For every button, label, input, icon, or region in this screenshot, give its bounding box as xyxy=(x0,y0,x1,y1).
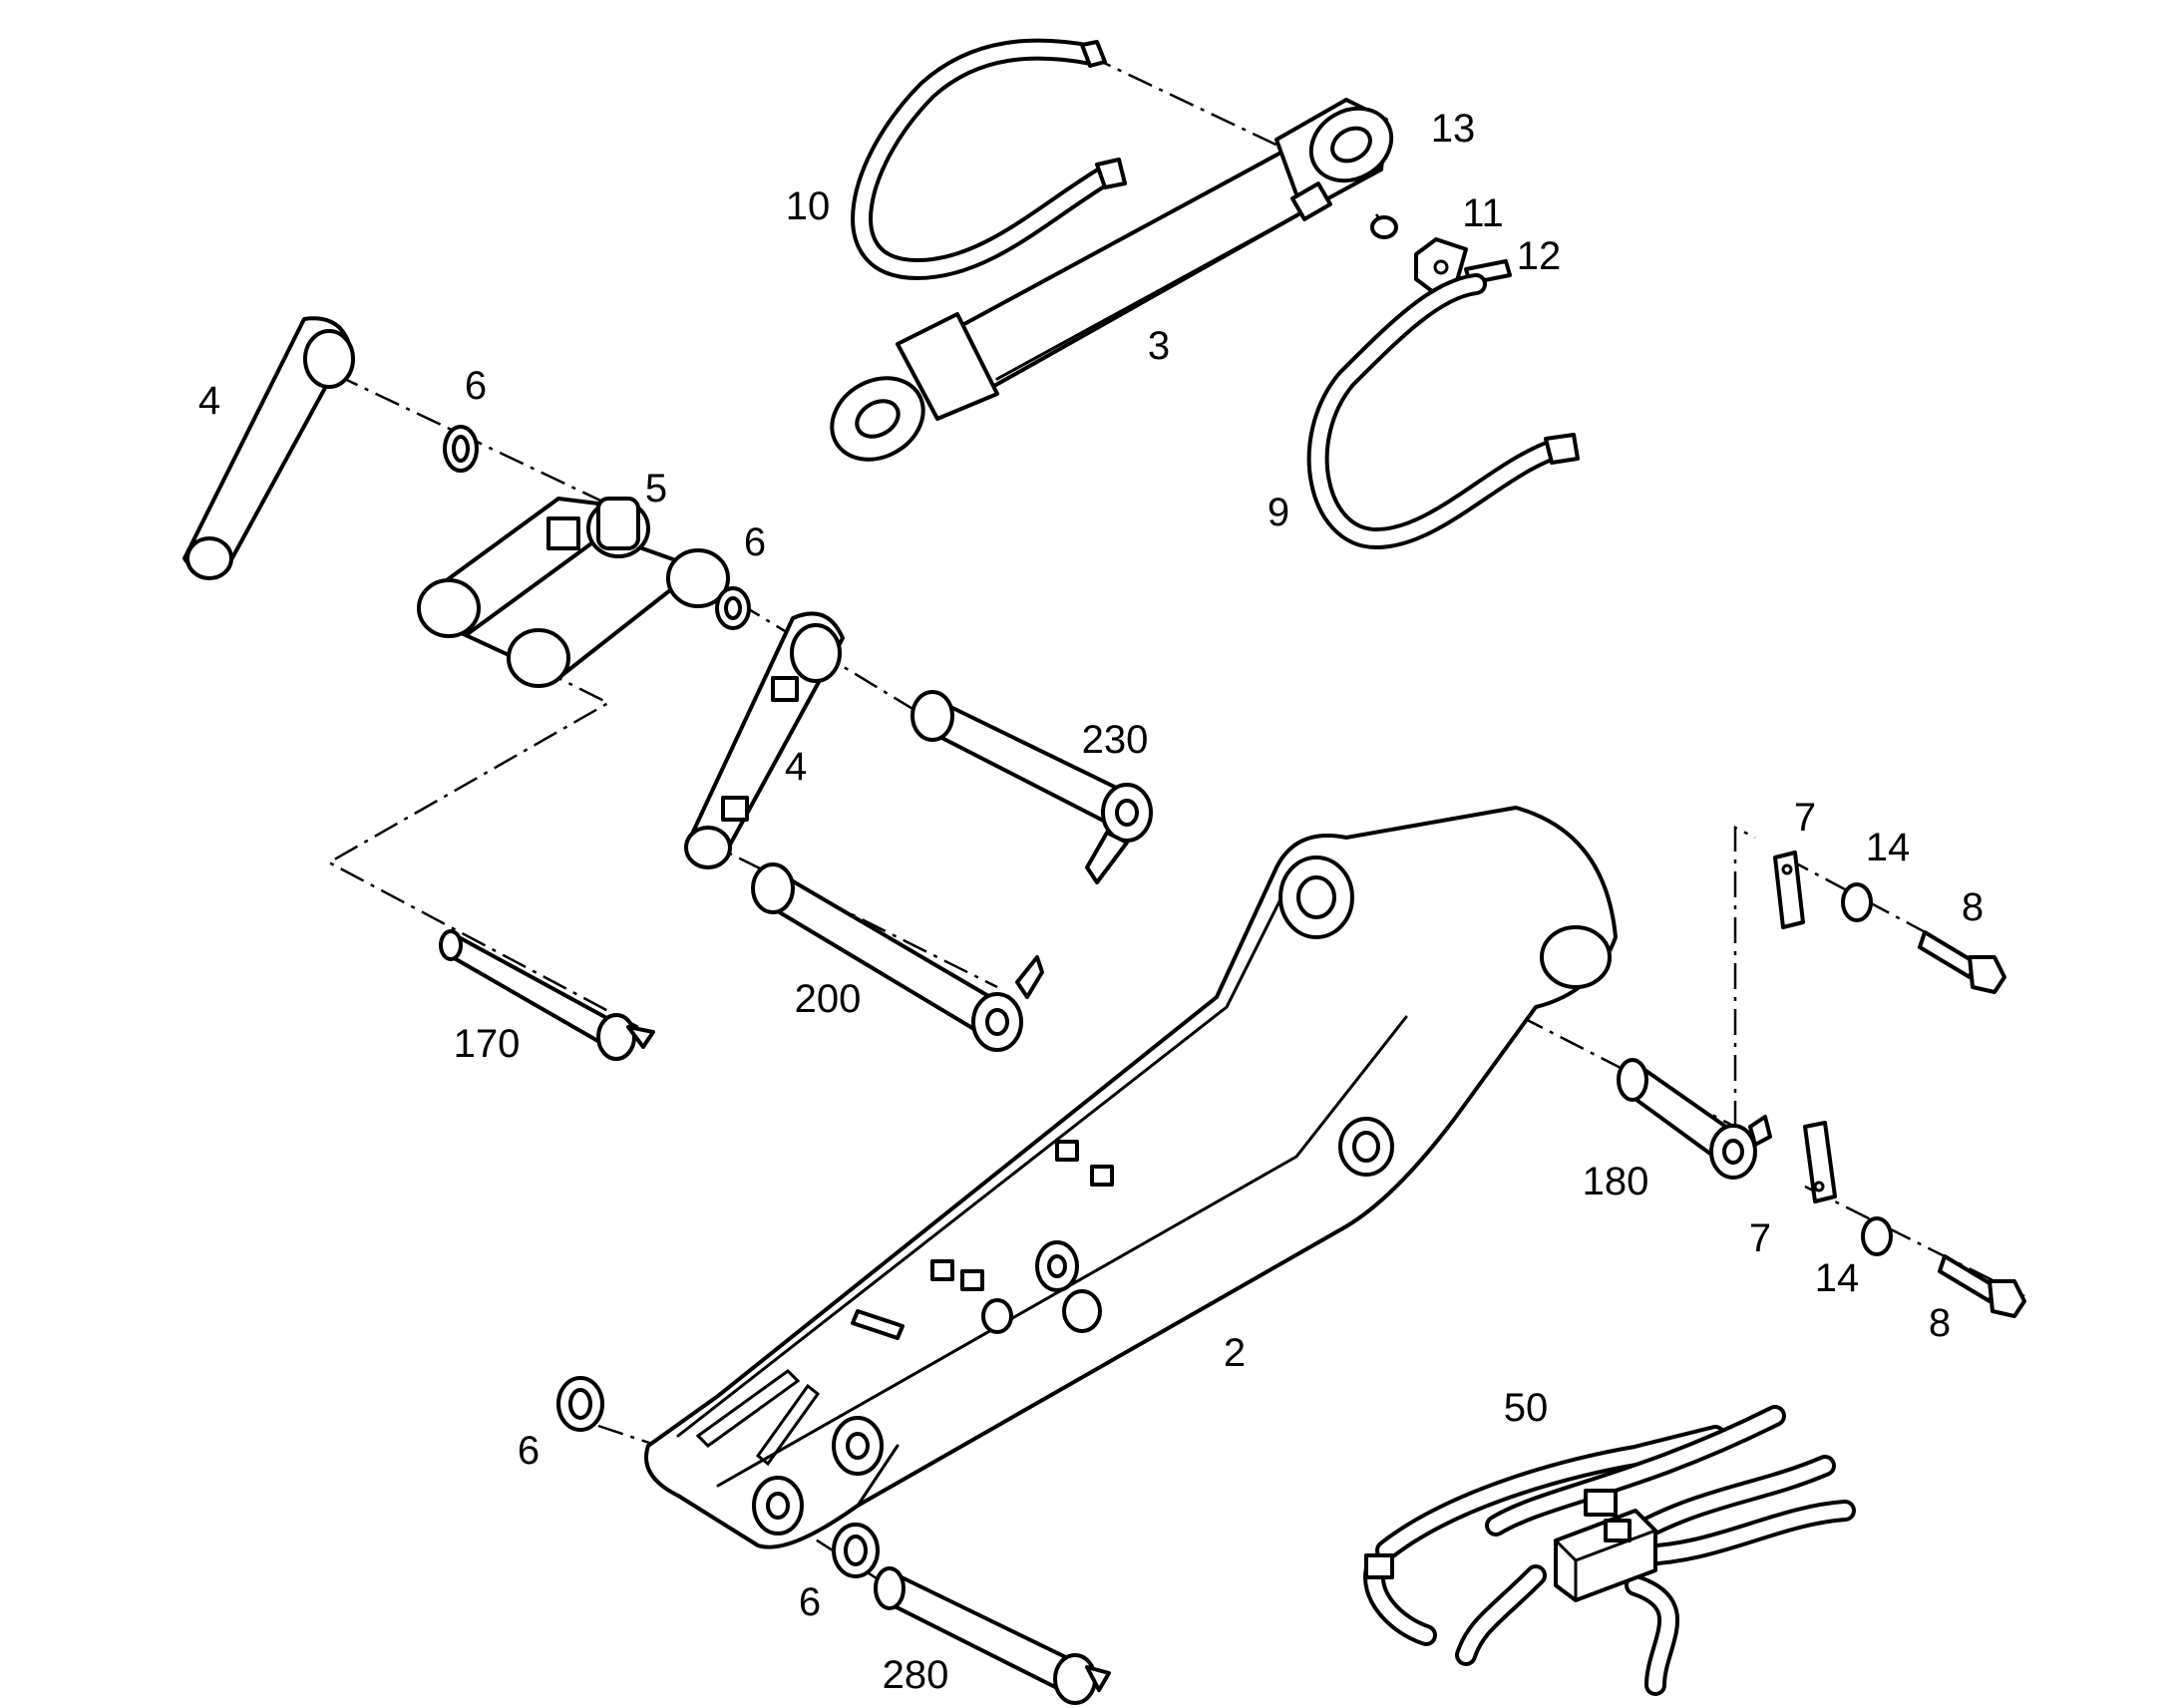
callout-280: 280 xyxy=(883,1653,949,1697)
callout-230: 230 xyxy=(1082,718,1149,762)
callout-7-upper: 7 xyxy=(1794,796,1816,840)
bolt-8-lower[interactable] xyxy=(1938,1254,2026,1318)
pin-200[interactable] xyxy=(751,862,1044,1052)
callout-5: 5 xyxy=(645,467,667,511)
hose-10[interactable] xyxy=(851,38,1127,281)
callout-170: 170 xyxy=(454,1022,521,1066)
washer-14-upper[interactable] xyxy=(1841,882,1873,922)
link-4-upper[interactable] xyxy=(182,316,355,580)
pin-230[interactable] xyxy=(910,690,1153,884)
callout-4-lower: 4 xyxy=(785,745,807,789)
callout-6-b: 6 xyxy=(744,520,766,564)
callout-11: 11 xyxy=(1462,191,1504,235)
callout-12: 12 xyxy=(1517,234,1562,278)
callout-6-d: 6 xyxy=(799,1580,821,1624)
callout-4-upper: 4 xyxy=(198,379,220,423)
pin-170[interactable] xyxy=(439,929,655,1061)
callout-180: 180 xyxy=(1583,1160,1649,1203)
callout-50: 50 xyxy=(1504,1386,1549,1430)
hydraulic-cylinder-3[interactable] xyxy=(817,95,1404,476)
washer-14-lower[interactable] xyxy=(1861,1216,1893,1256)
valve-block-50[interactable] xyxy=(1363,1405,1856,1696)
link-4-lower[interactable] xyxy=(684,611,845,869)
callout-7-lower: 7 xyxy=(1749,1216,1771,1260)
callout-13: 13 xyxy=(1431,107,1476,151)
pin-280[interactable] xyxy=(874,1566,1111,1705)
callout-3: 3 xyxy=(1148,324,1170,368)
callout-10: 10 xyxy=(786,184,831,228)
bolt-8-upper[interactable] xyxy=(1918,930,2006,994)
callout-14-lower: 14 xyxy=(1815,1256,1860,1300)
ring-6-b[interactable] xyxy=(715,586,751,630)
part-13-oring[interactable] xyxy=(1370,215,1398,239)
callout-8-upper: 8 xyxy=(1962,885,1984,929)
boom-2[interactable] xyxy=(644,806,1618,1549)
callout-2: 2 xyxy=(1224,1331,1246,1375)
plate-7-upper[interactable] xyxy=(1773,851,1805,929)
callout-200: 200 xyxy=(795,977,862,1021)
hose-9[interactable] xyxy=(1306,273,1580,550)
callout-6-c: 6 xyxy=(518,1429,540,1473)
callout-labels: 10 13 11 12 3 9 4 6 5 6 230 4 200 170 7 … xyxy=(198,107,1984,1697)
bracket-5[interactable] xyxy=(417,497,730,688)
ring-6-a[interactable] xyxy=(443,425,479,473)
callout-9: 9 xyxy=(1268,491,1289,534)
ring-6-d[interactable] xyxy=(832,1523,880,1578)
ring-6-c[interactable] xyxy=(556,1376,604,1432)
callout-8-lower: 8 xyxy=(1929,1301,1951,1345)
callout-6-a: 6 xyxy=(465,364,487,408)
plate-7-lower[interactable] xyxy=(1803,1121,1837,1203)
pin-180[interactable] xyxy=(1617,1058,1772,1180)
callout-14-upper: 14 xyxy=(1866,826,1911,869)
